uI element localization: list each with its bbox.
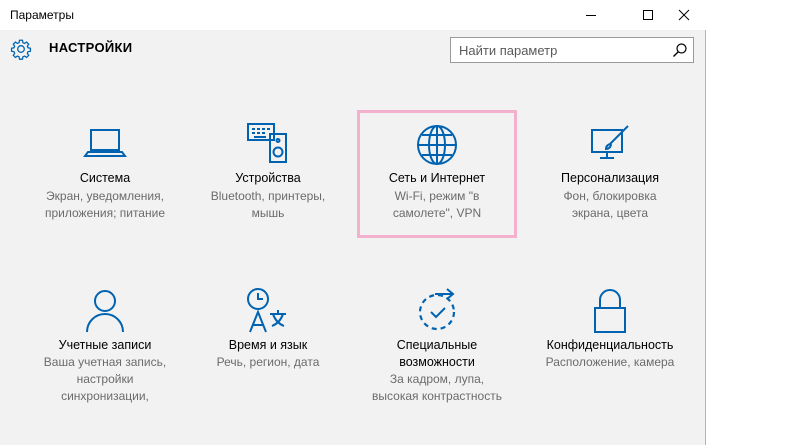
tile-description: За кадром, лупа, высокая контрастность <box>372 372 502 403</box>
tile-title: Конфиденциальность <box>546 338 674 352</box>
window-title: Параметры <box>10 8 74 22</box>
minimize-icon <box>586 15 596 16</box>
close-button[interactable] <box>661 0 707 30</box>
tile-system[interactable]: Система Экран, уведомления, приложения; … <box>27 110 183 235</box>
personalization-icon <box>591 125 629 159</box>
search-input[interactable] <box>451 38 665 62</box>
tile-title: Система <box>79 171 131 185</box>
tile-accounts[interactable]: Учетные записи Ваша учетная запись, наст… <box>27 280 183 405</box>
tile-title: Сеть и Интернет <box>388 171 486 185</box>
minimize-button[interactable] <box>568 0 614 30</box>
title-bar[interactable]: Параметры <box>0 0 706 30</box>
tile-devices[interactable]: Устройства Bluetooth, принтеры, мышь <box>190 110 346 235</box>
tile-network[interactable]: Сеть и Интернет Wi-Fi, режим "в самолете… <box>357 110 517 238</box>
laptop-icon <box>83 129 127 157</box>
globe-icon <box>417 125 457 165</box>
tile-title: Учетные записи <box>58 338 152 352</box>
time-language-icon <box>247 288 286 333</box>
tile-personalization[interactable]: Персонализация Фон, блокировка экрана, ц… <box>532 110 688 235</box>
tile-privacy[interactable]: Конфиденциальность Расположение, камера <box>524 280 696 405</box>
tile-title: Специальные возможности <box>396 338 478 369</box>
tile-description: Wi-Fi, режим "в самолете", VPN <box>392 189 482 220</box>
settings-window: Параметры НАСТРОЙКИ <box>0 0 706 445</box>
devices-icon <box>247 123 287 163</box>
tile-title: Персонализация <box>561 171 659 185</box>
tile-time-language[interactable]: Время и язык Речь, регион, дата <box>190 280 346 405</box>
search-box[interactable] <box>450 37 694 63</box>
settings-header: НАСТРОЙКИ <box>0 30 706 70</box>
tile-ease-of-access[interactable]: Специальные возможности За кадром, лупа,… <box>357 280 517 405</box>
tile-title: Время и язык <box>228 338 308 352</box>
tile-description: Фон, блокировка экрана, цвета <box>563 189 657 220</box>
tile-description: Экран, уведомления, приложения; питание <box>45 189 165 220</box>
tile-title: Устройства <box>235 171 301 185</box>
maximize-button[interactable] <box>625 0 671 30</box>
search-icon[interactable] <box>672 42 688 58</box>
page-title: НАСТРОЙКИ <box>49 40 133 55</box>
person-icon <box>86 290 124 333</box>
tile-description: Ваша учетная запись, настройки синхрониз… <box>43 355 167 403</box>
gear-icon <box>10 39 32 60</box>
tile-description: Расположение, камера <box>545 355 675 369</box>
close-icon <box>678 9 690 21</box>
ease-of-access-icon <box>418 288 456 331</box>
maximize-icon <box>643 10 653 20</box>
lock-icon <box>594 289 626 333</box>
tile-description: Речь, регион, дата <box>216 355 320 369</box>
tile-description: Bluetooth, принтеры, мышь <box>210 189 326 220</box>
